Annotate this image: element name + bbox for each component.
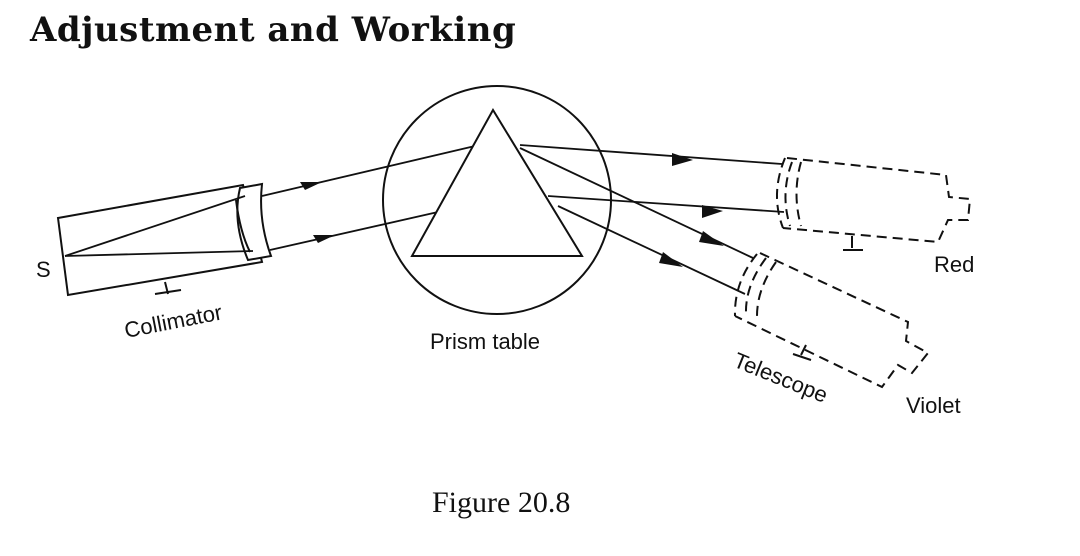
red-rays (519, 144, 785, 218)
prism-table-label: Prism table (430, 329, 540, 354)
collimator-foot (154, 281, 182, 295)
red-label: Red (934, 252, 974, 277)
collimator-tube (56, 183, 264, 297)
violet-rays (519, 147, 754, 295)
incident-beams (261, 145, 476, 251)
violet-label: Violet (906, 393, 961, 418)
section-heading: Adjustment and Working (30, 10, 517, 50)
telescope-violet (733, 252, 930, 389)
telescope-label: Telescope (730, 347, 831, 407)
slit-rays (64, 195, 254, 257)
source-label: S (36, 257, 51, 282)
telescope-red (775, 157, 972, 251)
collimator-label: Collimator (122, 299, 224, 342)
figure-caption: Figure 20.8 (432, 486, 570, 519)
prism (410, 108, 584, 257)
collimator-lens (235, 182, 273, 262)
